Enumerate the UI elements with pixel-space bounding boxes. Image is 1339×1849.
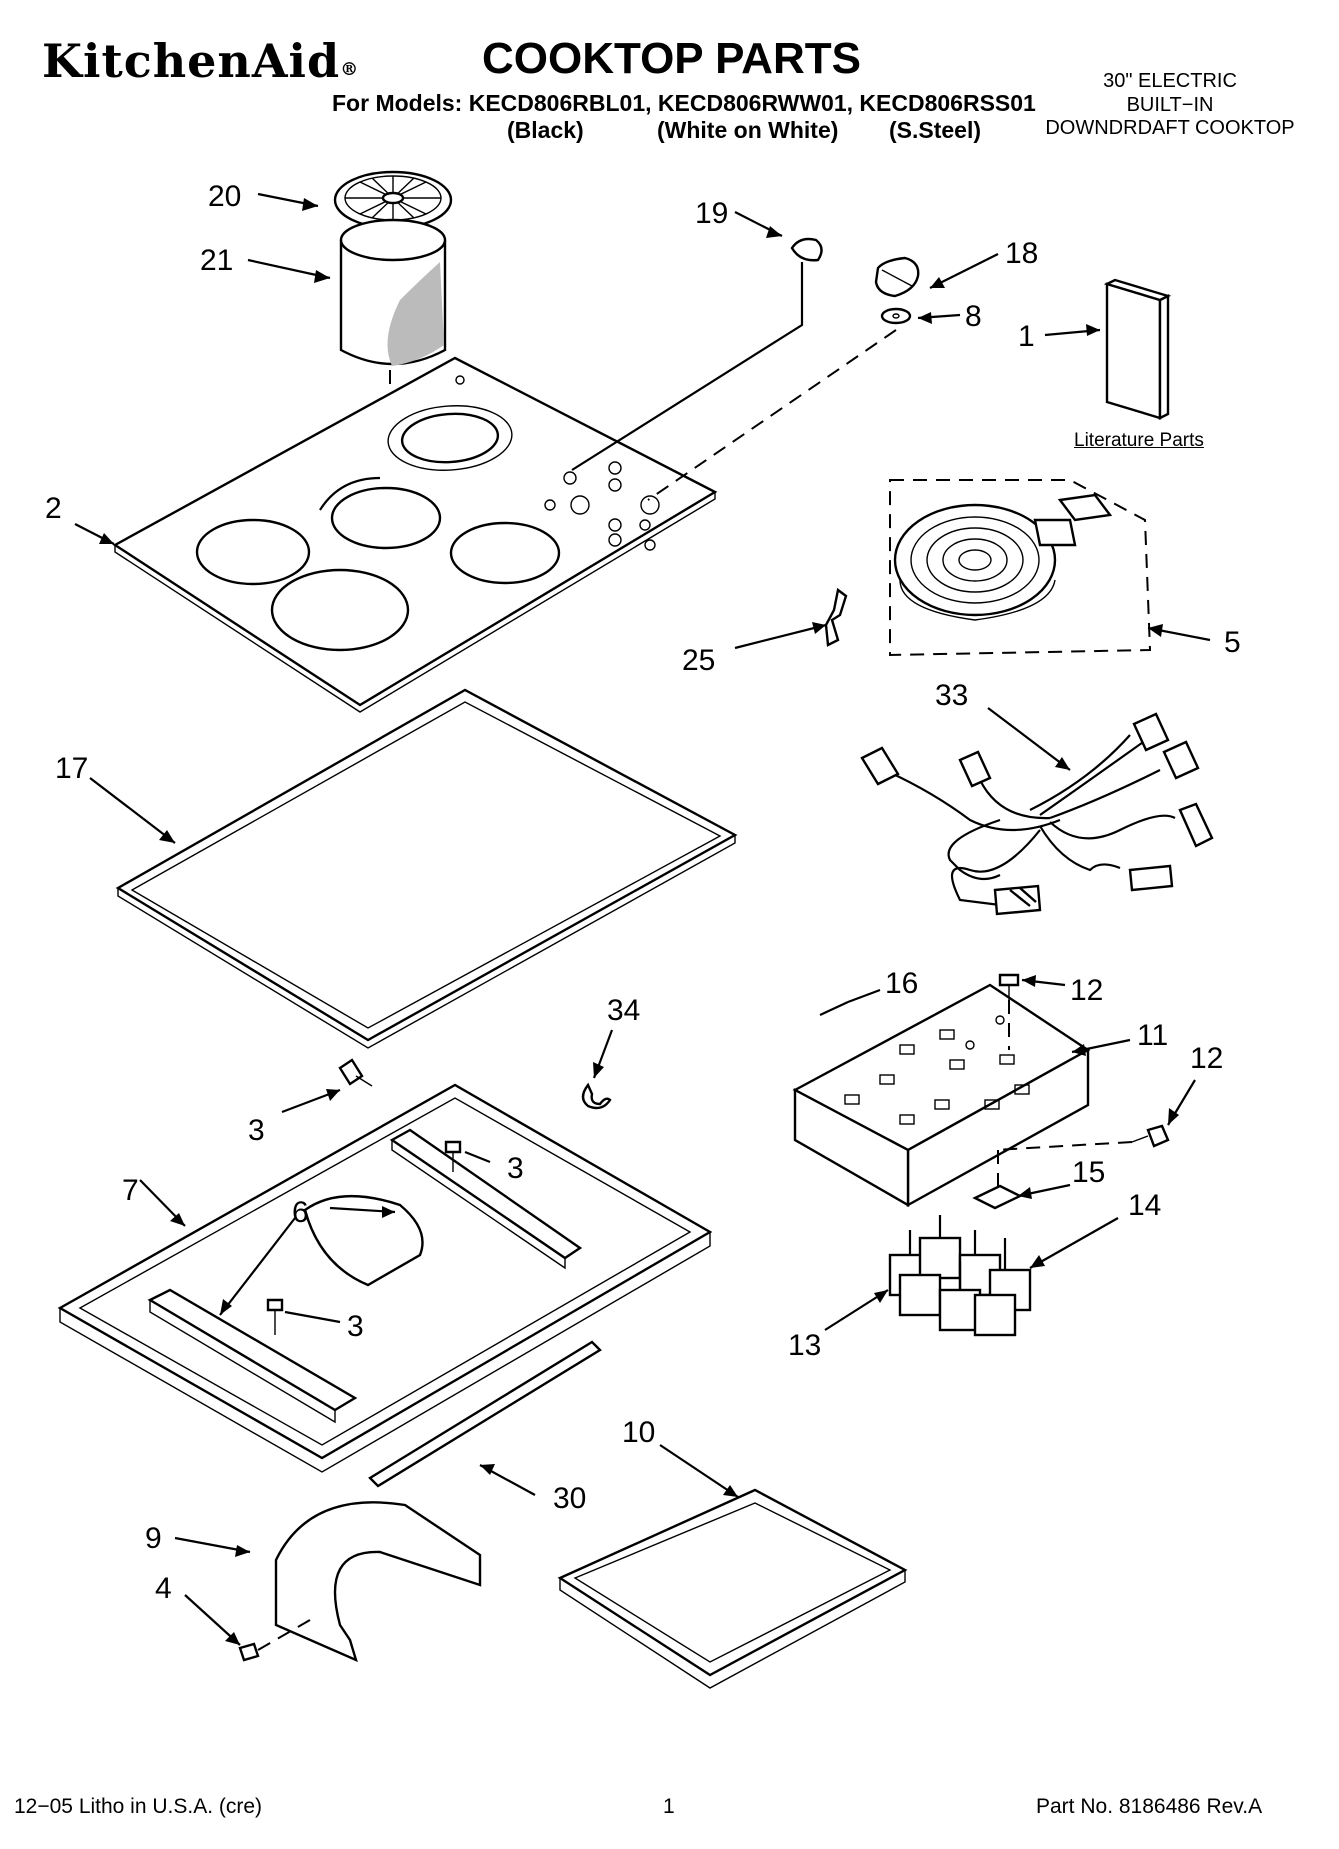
part-knob-large xyxy=(874,256,920,298)
brand-name: KitchenAid xyxy=(42,34,341,88)
callout-11: 11 xyxy=(1137,1019,1168,1052)
part-washer xyxy=(880,307,912,325)
part-drip-tray xyxy=(557,1488,908,1689)
part-clip xyxy=(824,587,848,647)
callout-3-upper: 3 xyxy=(248,1114,265,1147)
part-knob-small xyxy=(790,237,823,262)
callout-3-middle: 3 xyxy=(507,1152,524,1185)
part-cooktop-glass xyxy=(112,356,718,713)
callout-8: 8 xyxy=(965,300,982,333)
variant-white: (White on White) xyxy=(657,117,839,143)
callout-15: 15 xyxy=(1072,1156,1105,1189)
part-shield xyxy=(274,1501,482,1663)
part-switches xyxy=(888,1215,1032,1337)
part-grille xyxy=(333,170,453,230)
callout-numbers: 20 19 21 18 8 1 2 5 25 33 17 16 12 11 34… xyxy=(45,180,1241,1605)
part-wire-harness xyxy=(860,712,1214,916)
footer-part-number: Part No. 8186486 Rev.A xyxy=(1036,1795,1263,1818)
callout-16: 16 xyxy=(885,967,918,1000)
callout-7: 7 xyxy=(122,1174,139,1207)
part-literature xyxy=(1103,278,1172,420)
part-gasket xyxy=(115,688,738,1049)
description-line-1: 30" ELECTRIC xyxy=(1103,70,1237,92)
callout-18: 18 xyxy=(1005,237,1038,270)
part-filter xyxy=(339,218,447,366)
callout-1: 1 xyxy=(1018,320,1035,353)
variant-black: (Black) xyxy=(507,117,584,143)
part-screw-c xyxy=(266,1298,284,1335)
part-screw-d xyxy=(238,1642,260,1662)
page-title: COOKTOP PARTS xyxy=(482,34,861,83)
callout-33: 33 xyxy=(935,679,968,712)
callout-21: 21 xyxy=(200,244,233,277)
part-wire xyxy=(819,1001,849,1016)
registered-mark: ® xyxy=(340,59,360,80)
callout-14: 14 xyxy=(1128,1189,1161,1222)
variant-steel: (S.Steel) xyxy=(889,117,982,143)
models-line: For Models: KECD806RBL01, KECD806RWW01, … xyxy=(332,90,1036,116)
footer-litho: 12−05 Litho in U.S.A. (cre) xyxy=(14,1795,263,1818)
part-trim-strip xyxy=(368,1340,602,1488)
part-rail-lower xyxy=(147,1288,358,1424)
callout-17: 17 xyxy=(55,752,88,785)
literature-parts-label: Literature Parts xyxy=(1074,430,1204,451)
part-screw-b xyxy=(444,1140,462,1172)
callout-9: 9 xyxy=(145,1522,162,1555)
callout-34: 34 xyxy=(607,994,640,1027)
callout-19: 19 xyxy=(695,197,728,230)
callout-4: 4 xyxy=(155,1572,172,1605)
callout-5: 5 xyxy=(1224,626,1241,659)
callout-13: 13 xyxy=(788,1329,821,1362)
leader-lines xyxy=(74,192,1211,1646)
callout-6: 6 xyxy=(292,1196,309,1229)
part-bracket xyxy=(972,1184,1023,1210)
part-control-box xyxy=(792,983,1091,1208)
part-screw-top xyxy=(998,973,1020,1000)
description-line-2: BUILT−IN xyxy=(1126,94,1214,116)
callout-12-side: 12 xyxy=(1190,1042,1223,1075)
part-surface-element xyxy=(889,479,1152,657)
part-screw-side xyxy=(1131,1124,1170,1148)
callout-20: 20 xyxy=(208,180,241,213)
callout-25: 25 xyxy=(682,644,715,677)
description-line-3: DOWNDRDAFT COOKTOP xyxy=(1045,117,1295,139)
part-rail-upper xyxy=(389,1128,583,1270)
part-ring xyxy=(581,1082,612,1110)
callout-3-lower: 3 xyxy=(347,1310,364,1343)
callout-12-top: 12 xyxy=(1070,974,1103,1007)
callout-2: 2 xyxy=(45,492,62,525)
callout-10: 10 xyxy=(622,1416,655,1449)
part-screw-a xyxy=(338,1058,373,1087)
footer-page-number: 1 xyxy=(663,1795,675,1818)
brand-logo: KitchenAid® xyxy=(42,34,359,88)
callout-30: 30 xyxy=(553,1482,586,1515)
part-base-pan xyxy=(57,1083,713,1473)
